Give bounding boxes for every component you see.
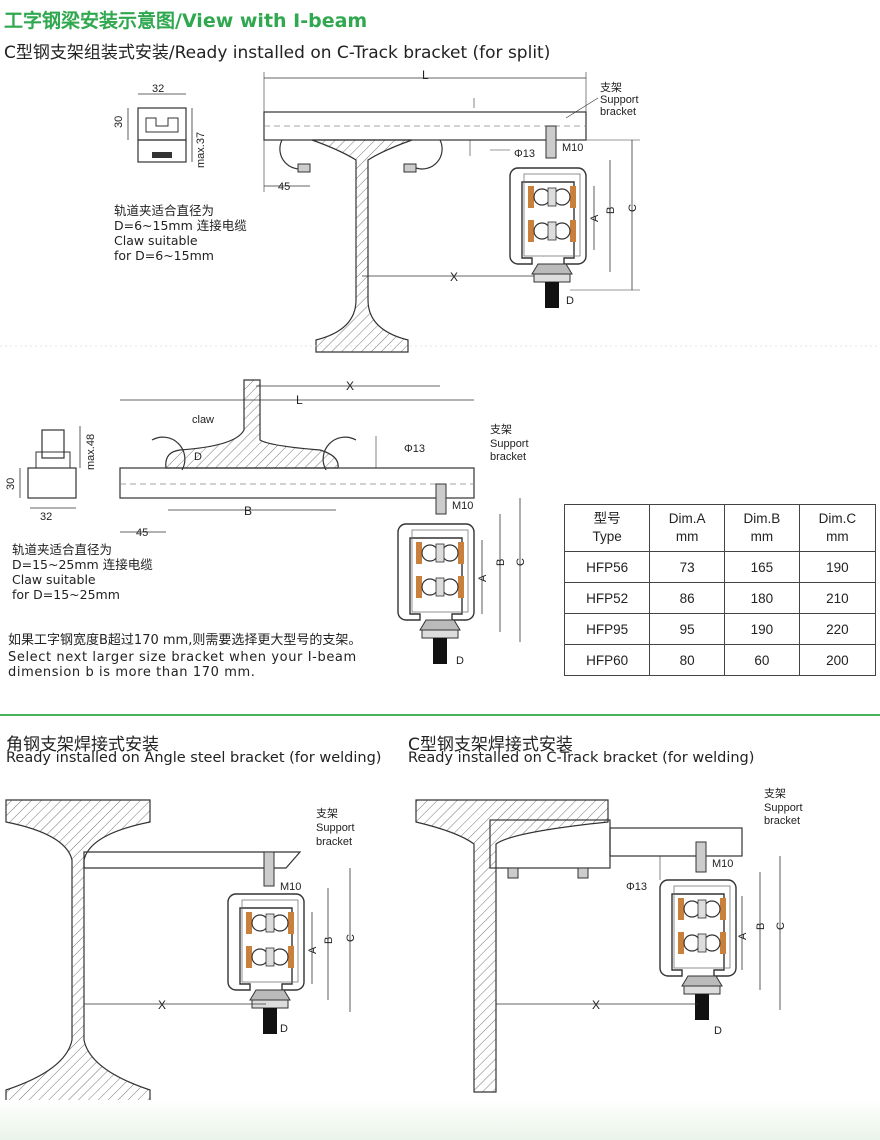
cell-dim-b: 165: [723, 551, 800, 583]
svg-text:D: D: [456, 655, 464, 667]
svg-text:B: B: [244, 504, 252, 518]
cell-dim-c: 220: [798, 613, 877, 645]
ctrack-bracket-subtitle: Ready installed on C-Track bracket (for …: [408, 750, 755, 766]
table-row: HFP52 86 180 210: [563, 582, 877, 614]
svg-text:max.48: max.48: [85, 434, 97, 470]
svg-text:32: 32: [40, 511, 52, 523]
svg-text:B: B: [323, 937, 335, 944]
claw-note-2: 轨道夹适合直径为 D=15~25mm 连接电缆 Claw suitable fo…: [12, 542, 153, 602]
svg-text:L: L: [422, 68, 429, 82]
svg-text:D: D: [280, 1023, 288, 1035]
angle-bracket-drawing: M10 支架 Support bracket A B C X D: [5, 799, 357, 1123]
svg-text:M10: M10: [452, 500, 473, 512]
ibeam-2: claw D L X B 45 Φ13 M10 支架 Support brack…: [119, 379, 529, 667]
svg-text:Support: Support: [316, 822, 355, 834]
section-divider: [0, 714, 880, 716]
svg-text:B: B: [755, 923, 767, 930]
svg-text:X: X: [592, 998, 600, 1012]
table-row: HFP60 80 60 200: [563, 644, 877, 676]
cell-dim-c: 190: [798, 551, 877, 583]
ctrack-bracket-drawing: M10 Φ13 支架 Support bracket A B C X D: [415, 787, 803, 1093]
profile-section-2: 32 30 max.48: [5, 426, 97, 523]
svg-text:30: 30: [113, 116, 125, 128]
svg-text:claw: claw: [192, 414, 214, 426]
dim-32-label-1: 32: [152, 83, 164, 95]
claw-note-1: 轨道夹适合直径为 D=6~15mm 连接电缆 Claw suitable for…: [114, 203, 247, 263]
svg-text:bracket: bracket: [600, 106, 636, 118]
svg-text:C: C: [775, 922, 787, 930]
beam-width-warning-cn: 如果工字钢宽度B超过170 mm,则需要选择更大型号的支架。: [8, 633, 362, 648]
svg-text:D: D: [714, 1025, 722, 1037]
svg-text:A: A: [477, 574, 489, 582]
cell-type: HFP52: [563, 582, 651, 614]
cell-type: HFP56: [563, 551, 651, 583]
section-subtitle-split: C型钢支架组装式安装/Ready installed on C-Track br…: [4, 43, 551, 63]
svg-text:C: C: [627, 204, 639, 212]
svg-text:C: C: [345, 934, 357, 942]
cell-dim-b: 60: [723, 644, 800, 676]
cell-dim-a: 86: [649, 582, 725, 614]
svg-text:bracket: bracket: [316, 836, 352, 848]
cell-dim-c: 200: [798, 644, 877, 676]
ctrack-bracket-title: C型钢支架焊接式安装: [408, 735, 573, 755]
svg-text:30: 30: [5, 478, 17, 490]
svg-text:Support: Support: [490, 438, 529, 450]
svg-text:Φ13: Φ13: [626, 881, 647, 893]
angle-bracket-subtitle: Ready installed on Angle steel bracket (…: [6, 750, 382, 766]
svg-text:M10: M10: [562, 142, 583, 154]
svg-text:bracket: bracket: [490, 451, 526, 463]
svg-text:X: X: [450, 270, 458, 284]
table-row: HFP95 95 190 220: [563, 613, 877, 645]
svg-text:X: X: [158, 998, 166, 1012]
bottom-gradient: [0, 1100, 880, 1140]
svg-text:M10: M10: [280, 881, 301, 893]
svg-text:D: D: [194, 451, 202, 463]
svg-text:B: B: [495, 559, 507, 566]
cell-dim-a: 95: [649, 613, 725, 645]
svg-text:max.37: max.37: [195, 132, 207, 168]
svg-text:B: B: [605, 207, 617, 214]
ibeam-1: L 45 X Φ13 M10 支架 Support bracket A B C …: [263, 68, 640, 353]
angle-bracket-title: 角钢支架焊接式安装: [6, 735, 159, 755]
svg-text:L: L: [296, 393, 303, 407]
table-row: HFP56 73 165 190: [563, 551, 877, 583]
svg-text:A: A: [307, 946, 319, 954]
svg-text:Support: Support: [600, 94, 639, 106]
svg-text:支架: 支架: [600, 81, 622, 94]
svg-text:D: D: [566, 295, 574, 307]
page-title: 工字钢梁安装示意图/View with I-beam: [4, 10, 368, 32]
svg-text:45: 45: [136, 527, 148, 539]
cell-dim-a: 80: [649, 644, 725, 676]
beam-width-warning-en-1: Select next larger size bracket when you…: [8, 650, 357, 665]
svg-text:Φ13: Φ13: [404, 443, 425, 455]
svg-text:支架: 支架: [764, 787, 786, 800]
beam-width-warning-en-2: dimension b is more than 170 mm.: [8, 665, 256, 680]
svg-text:C: C: [515, 558, 527, 566]
profile-section-1: 32 30 max.37: [113, 83, 207, 168]
svg-text:M10: M10: [712, 858, 733, 870]
svg-text:45: 45: [278, 181, 290, 193]
svg-text:A: A: [589, 214, 601, 222]
svg-text:Support: Support: [764, 802, 803, 814]
cell-type: HFP95: [563, 613, 651, 645]
svg-text:Φ13: Φ13: [514, 148, 535, 160]
svg-text:bracket: bracket: [764, 815, 800, 827]
cell-dim-b: 190: [723, 613, 800, 645]
svg-text:支架: 支架: [316, 807, 338, 820]
cell-dim-c: 210: [798, 582, 877, 614]
svg-text:X: X: [346, 379, 354, 393]
svg-text:支架: 支架: [490, 423, 512, 436]
svg-text:A: A: [737, 932, 749, 940]
cell-dim-b: 180: [723, 582, 800, 614]
cell-dim-a: 73: [649, 551, 725, 583]
cell-type: HFP60: [563, 644, 651, 676]
